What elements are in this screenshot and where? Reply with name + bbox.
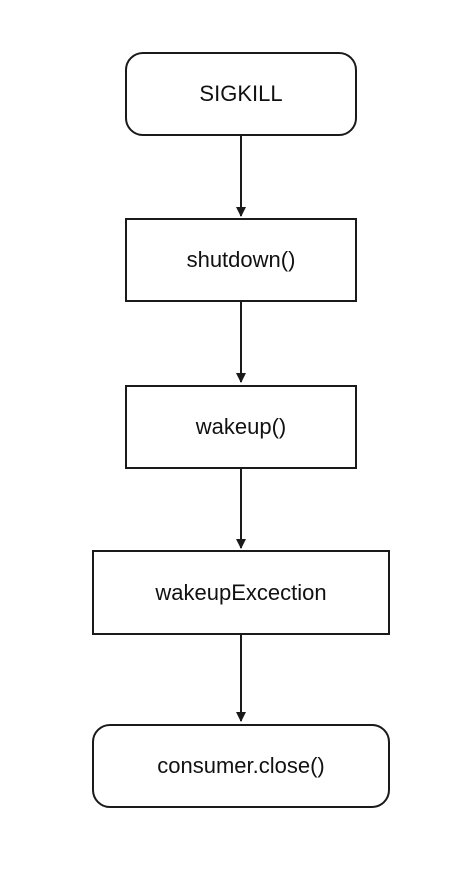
node-consumer-close-label: consumer.close() bbox=[157, 753, 325, 778]
node-wakeup: wakeup() bbox=[125, 385, 357, 469]
node-shutdown: shutdown() bbox=[125, 218, 357, 302]
node-consumer-close: consumer.close() bbox=[92, 724, 390, 808]
node-wakeup-label: wakeup() bbox=[195, 414, 287, 439]
node-sigkill-label: SIGKILL bbox=[199, 81, 283, 106]
node-wakeup-exception: wakeupExcection bbox=[92, 550, 390, 635]
node-sigkill: SIGKILL bbox=[125, 52, 357, 136]
node-shutdown-label: shutdown() bbox=[186, 247, 296, 272]
node-wakeup-exception-label: wakeupExcection bbox=[155, 579, 327, 605]
